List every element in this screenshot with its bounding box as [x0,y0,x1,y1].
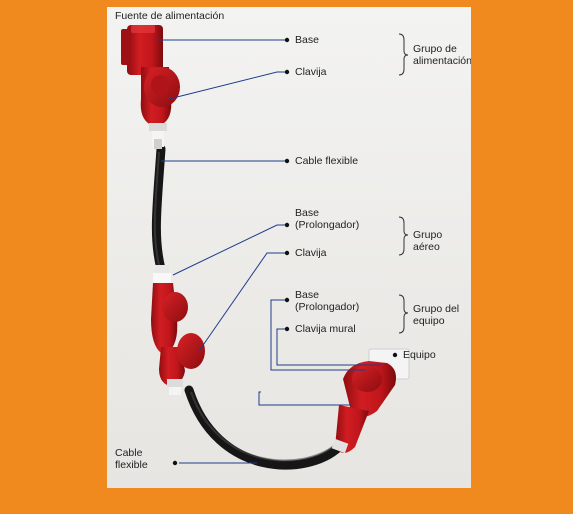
diagram-panel: Fuente de alimentación Base Clavija Cabl… [107,7,471,488]
caption-fuente: Fuente de alimentación [115,10,224,22]
label-cable-2: Cable flexible [115,447,148,471]
label-equipo: Equipo [403,349,436,361]
grupo-aereo-connector [151,265,205,395]
brace-aereo [399,217,408,255]
group-equipo: Grupo del equipo [413,303,459,327]
label-base-3: Base (Prolongador) [295,289,359,313]
label-base-2: Base (Prolongador) [295,207,359,231]
label-base-1: Base [295,34,319,46]
label-clavija-mural: Clavija mural [295,323,356,335]
label-clavija-1: Clavija [295,66,327,78]
brace-alimentacion [399,34,408,75]
brace-equipo [399,295,408,333]
label-clavija-2: Clavija [295,247,327,259]
group-alimentacion: Grupo de alimentación [413,43,471,67]
group-aereo: Grupo aéreo [413,229,471,253]
label-cable-1: Cable flexible [295,155,358,167]
clavija-1-plug [141,67,180,149]
